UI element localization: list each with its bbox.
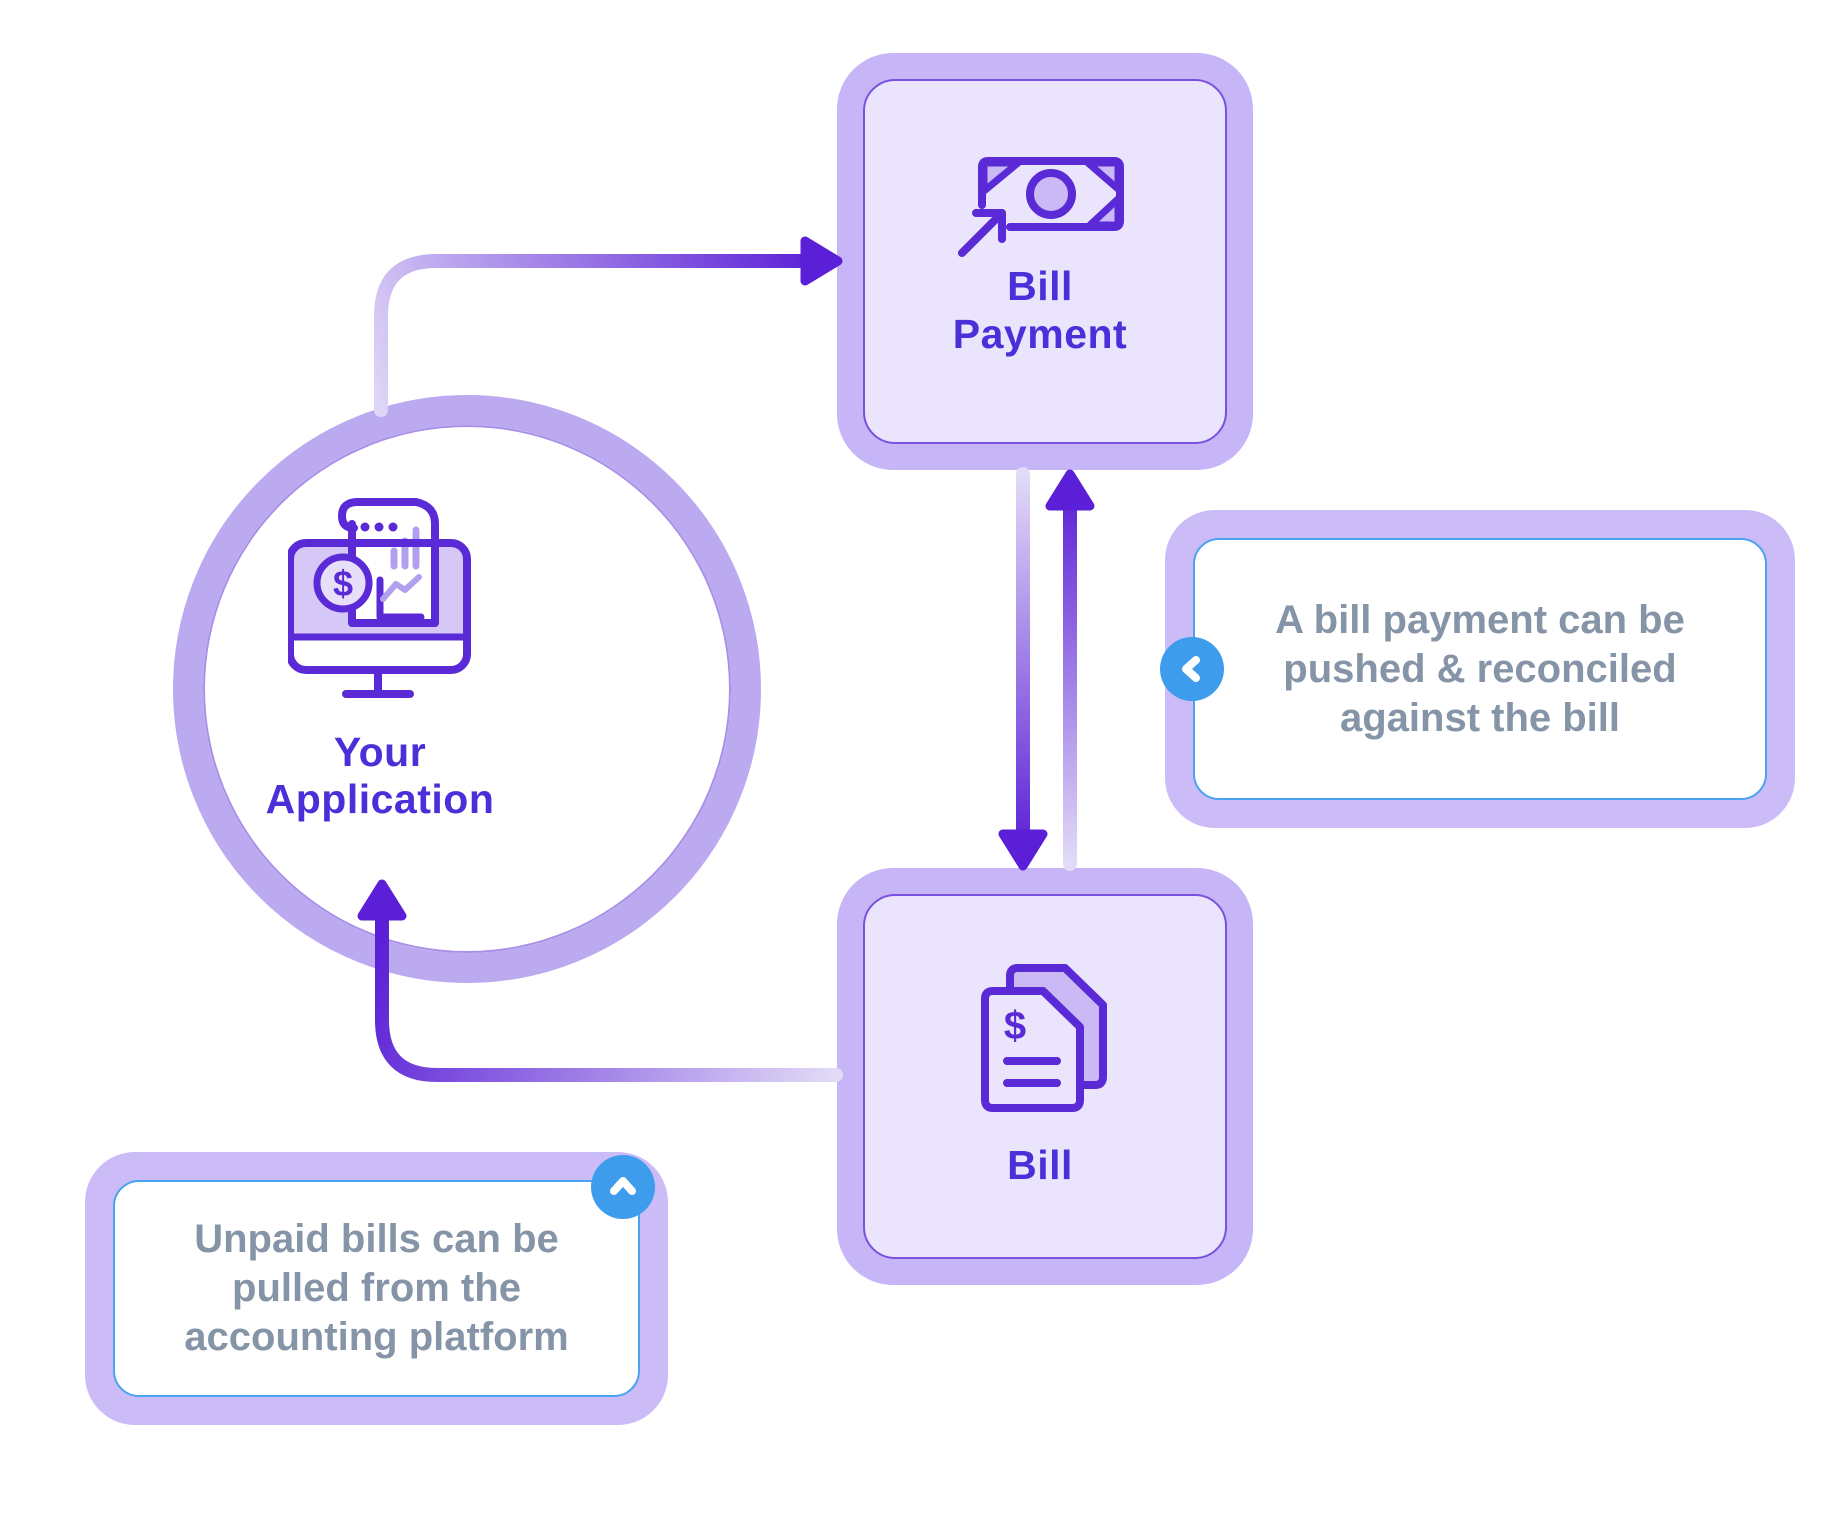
bill-documents-icon: $	[981, 964, 1107, 1112]
chevron-left-icon	[1182, 656, 1200, 682]
bill-payment-node-inner	[863, 79, 1227, 444]
pull-callout	[85, 1152, 668, 1425]
bill-label: Bill	[1007, 1142, 1073, 1188]
banknote-send-icon	[958, 157, 1124, 257]
pull-callout-inner	[113, 1180, 640, 1397]
pull-callout-text: Unpaid bills can be pulled from the acco…	[184, 1217, 569, 1359]
pull-callout-button[interactable]	[591, 1155, 655, 1219]
bill-node	[837, 868, 1253, 1285]
svg-text:$: $	[1004, 1004, 1026, 1048]
arrow-bill-payment-to-bill	[998, 467, 1048, 871]
your-application-label: Your Application	[265, 729, 495, 822]
reconcile-callout-button[interactable]	[1160, 637, 1224, 701]
arrow-application-to-bill-payment	[374, 236, 843, 417]
reconcile-callout	[1165, 510, 1795, 828]
reconcile-callout-inner	[1193, 538, 1767, 800]
arrow-bill-to-bill-payment	[1045, 469, 1095, 871]
reconcile-callout-text: A bill payment can be pushed & reconcile…	[1275, 597, 1685, 740]
monitor-finance-icon: $	[288, 498, 471, 698]
bill-payment-node	[837, 53, 1253, 470]
bill-payment-label: Bill Payment	[952, 263, 1128, 357]
chevron-up-icon	[610, 1177, 636, 1195]
svg-text:$: $	[333, 563, 353, 604]
